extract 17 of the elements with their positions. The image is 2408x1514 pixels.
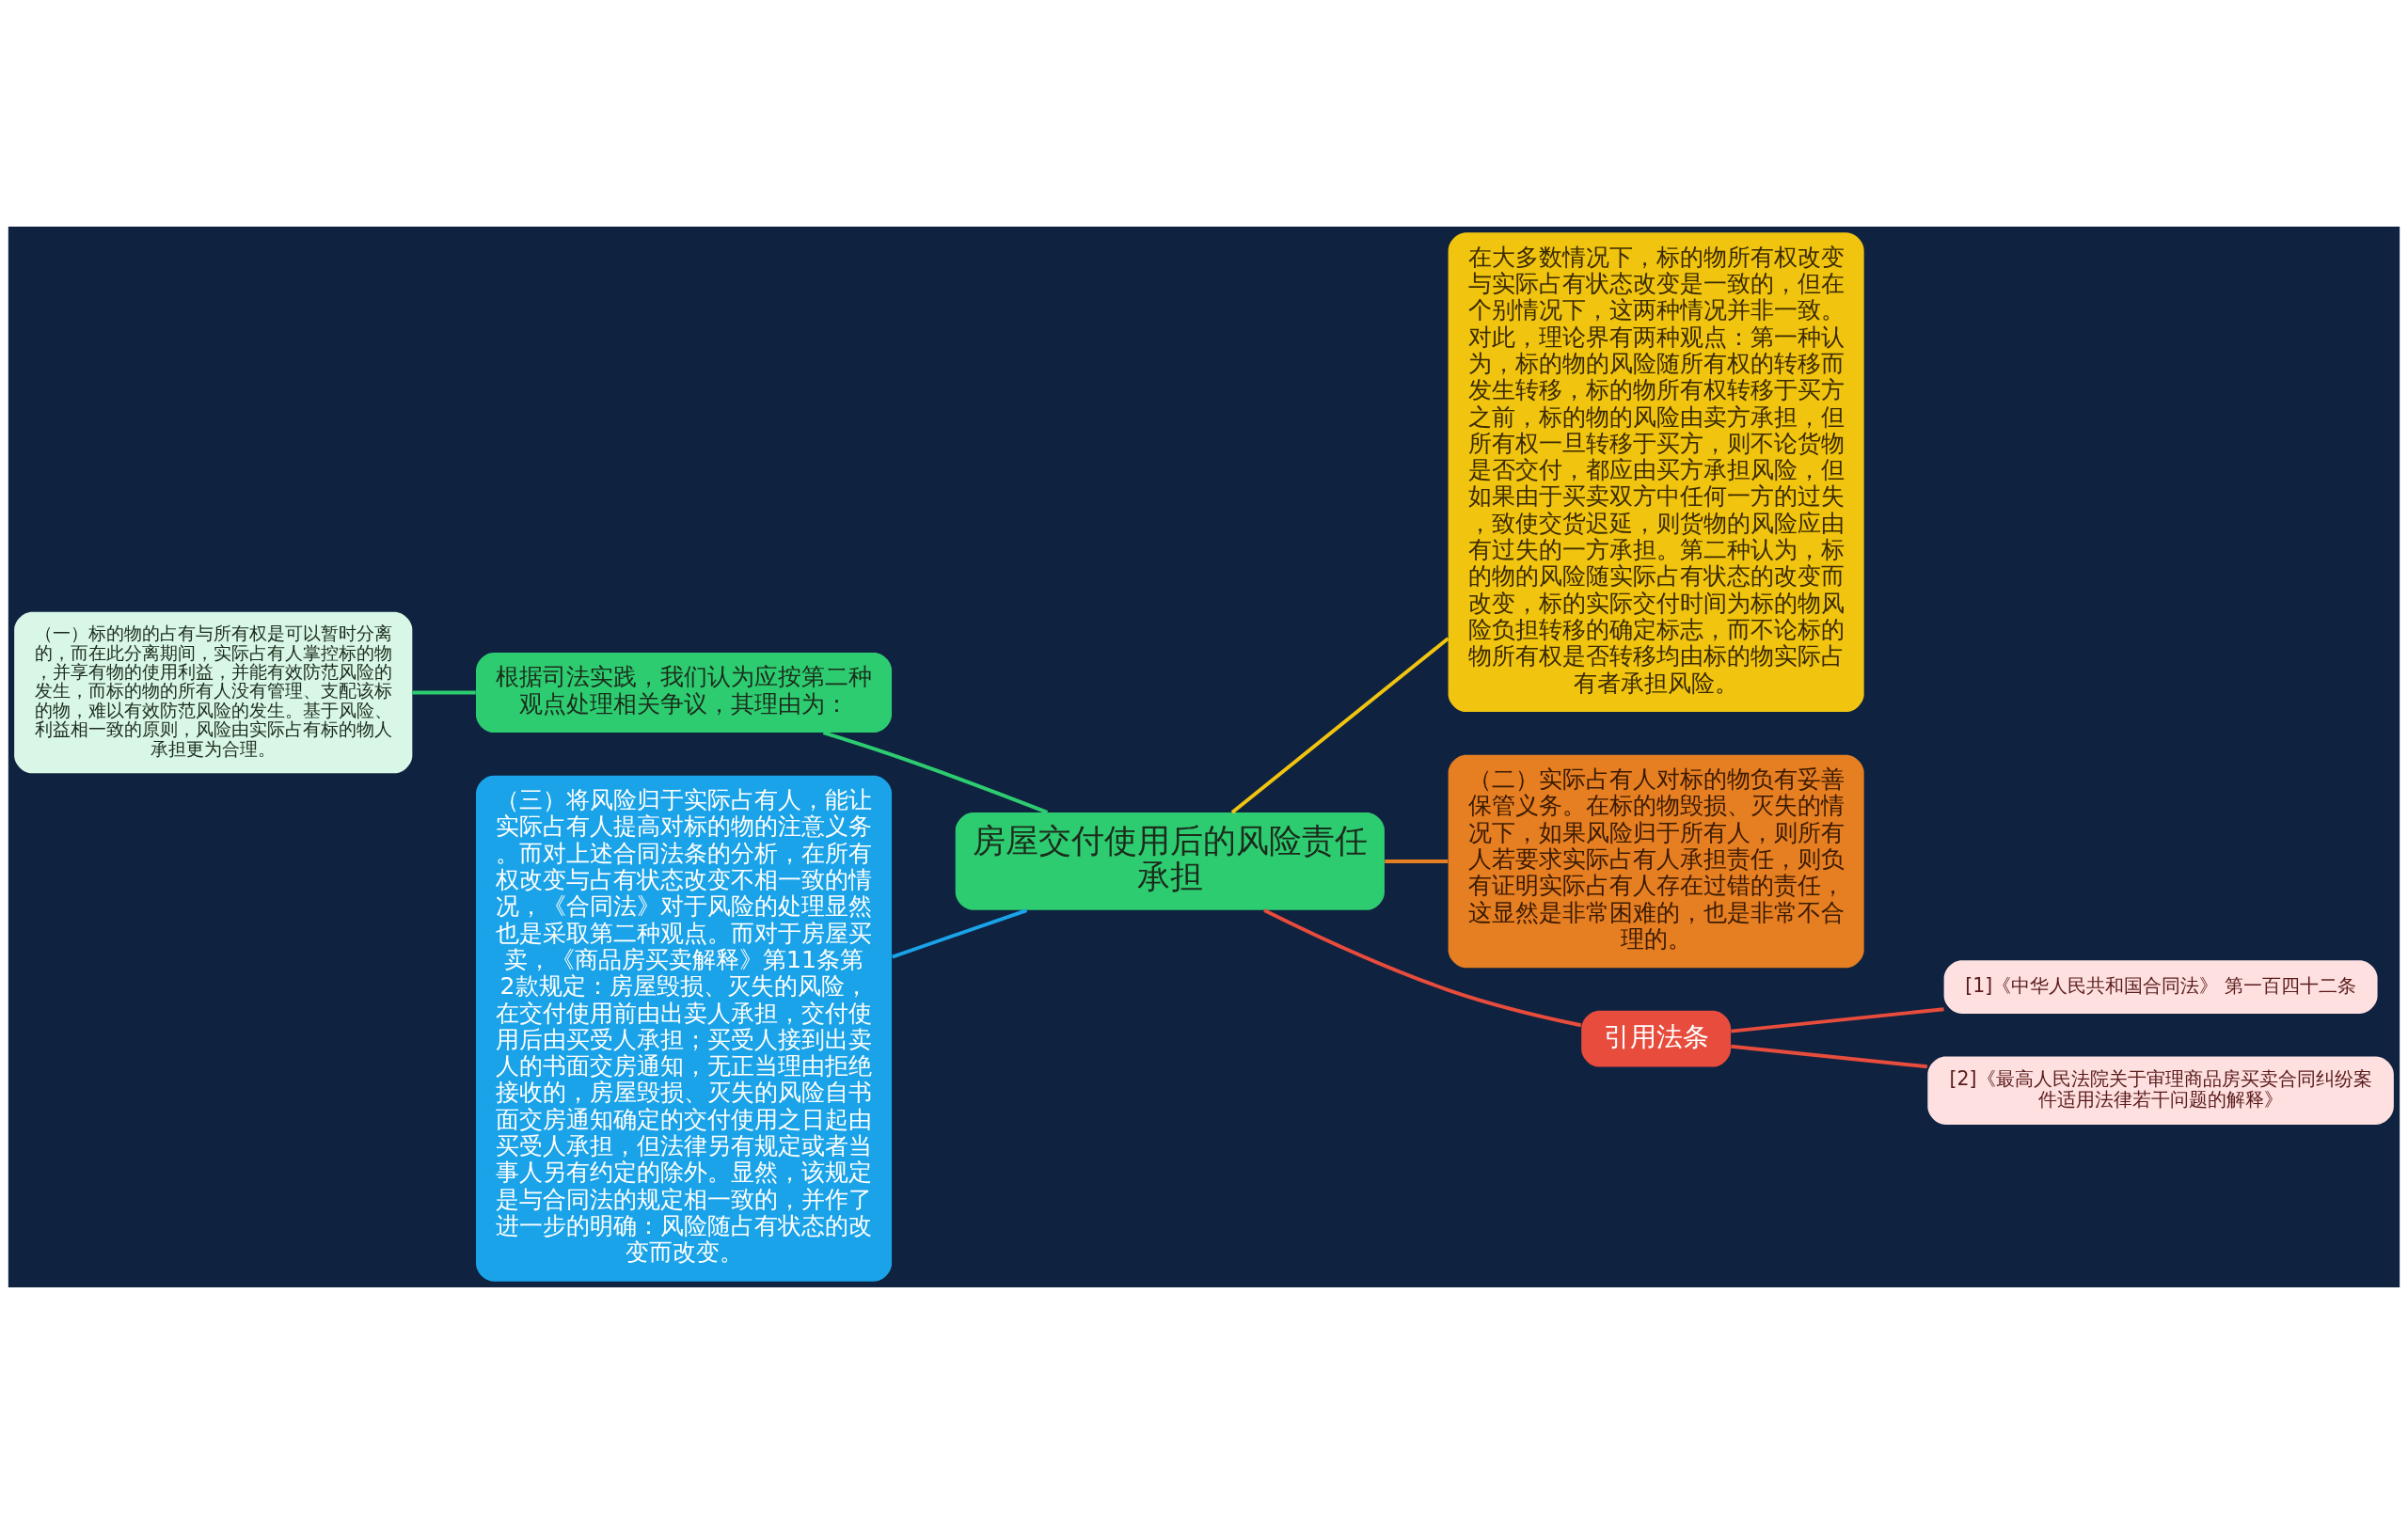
connector: [822, 731, 1049, 814]
node-box: 在大多数情况下，标的物所有权改变与实际占有状态改变是一致的，但在个别情况下，这两种情况并非一致。对此，理论界有两种观点：第一种认为，标的物的风险随所有权的转移而发生转移，标的物所有权转移于买方之前，标的物的风险由卖方承担，但所有权一旦转移于买方，则不论货物是否交付，都应由买方承担风险，但如果由于买卖双方中任何一方的过失，致使交货迟延，则货物的风险应由有过失的一方承担。第二种认为，标的物的风险随实际占有状态的改变而改变，标的实际交付时间为标的物风险负担转移的确定标志，而不论标的物所有权是否转移均由标的物实际占有者承担风险。: [1448, 232, 1864, 712]
connector: [1731, 1007, 1944, 1033]
connector: [1230, 637, 1450, 814]
node-box: （二）实际占有人对标的物负有妥善保管义务。在标的物毁损、灭失的情况下，如果风险归于所有人，则所有人若要求实际占有人承担责任，则负有证明实际占有人存在过错的责任，这显然是非常困难的，也是非常不合理的。: [1448, 754, 1864, 969]
node-box: 房屋交付使用后的风险责任承担: [955, 812, 1385, 910]
node-box: 根据司法实践，我们认为应按第二种观点处理相关争议，其理由为：: [475, 653, 893, 733]
node-box: [2]《最高人民法院关于审理商品房买卖合同纠纷案件适用法律若干问题的解释》: [1927, 1056, 2394, 1125]
node-box: [1]《中华人民共和国合同法》 第一百四十二条: [1943, 960, 2378, 1014]
connector: [1263, 908, 1582, 1028]
connector: [412, 690, 476, 695]
node-box: 引用法条: [1581, 1010, 1732, 1067]
node-box: （一）标的物的占有与所有权是可以暂时分离的，而在此分离期间，实际占有人掌控标的物，并享有物的使用利益，并能有效防范风险的发生，而标的物的所有人没有管理、支配该标的物，难以有效防范风险的发生。基于风险、利益相一致的原则，风险由实际占有标的物人承担更为合理。: [14, 611, 413, 774]
node-box: （三）将风险归于实际占有人，能让实际占有人提高对标的物的注意义务。而对上述合同法条的分析，在所有权改变与占有状态改变不相一致的情况，《合同法》对于风险的处理显然也是采取第二种观点。而对于房屋买卖，《商品房买卖解释》第11条第2款规定：房屋毁损、灭失的风险，在交付使用前由出卖人承担，交付使用后由买受人承担；买受人接到出卖人的书面交房通知，无正当理由拒绝接收的，房屋毁损、灭失的风险自书面交房通知确定的交付使用之日起由买受人承担，但法律另有规定或者当事人另有约定的除外。显然，该规定是与合同法的规定相一致的，并作了进一步的明确：风险随占有状态的改变而改变。: [475, 775, 893, 1282]
connector: [1731, 1044, 1928, 1069]
connector: [892, 908, 1028, 959]
connector: [1385, 859, 1449, 863]
